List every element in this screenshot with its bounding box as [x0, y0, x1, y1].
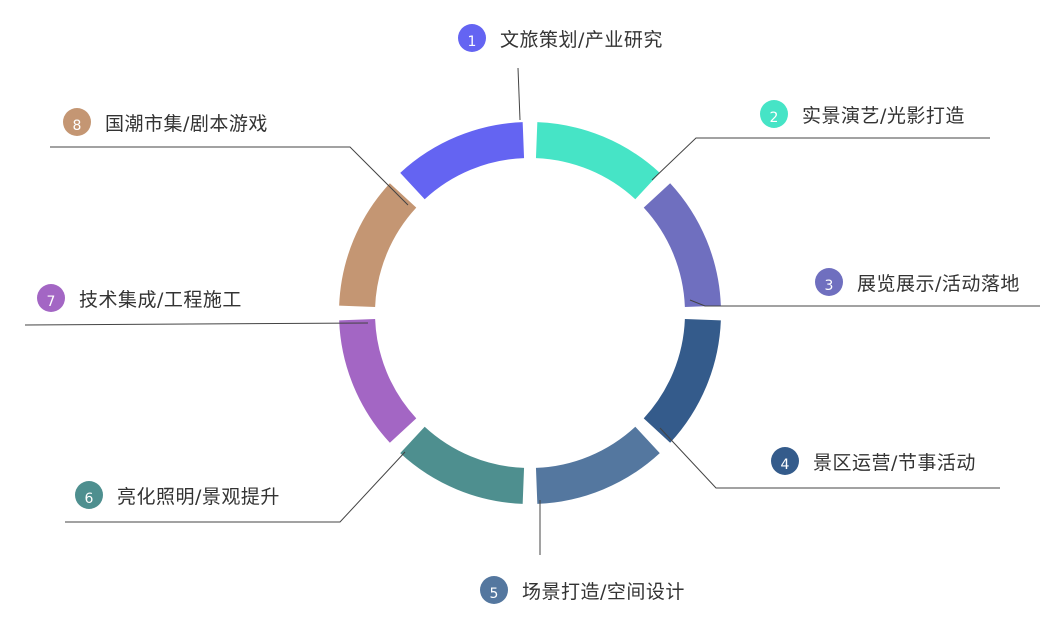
item-3-label: 展览展示/活动落地 [857, 272, 1020, 295]
item-5-number-badge: 5 [480, 576, 508, 604]
item-7: 7 技术集成/工程施工 [37, 284, 242, 312]
ring-segment-3 [643, 183, 721, 308]
item-5: 5 场景打造/空间设计 [480, 576, 685, 604]
item-6-label: 亮化照明/景观提升 [117, 485, 280, 508]
ring-segment-8 [339, 183, 417, 308]
item-1-label: 文旅策划/产业研究 [500, 28, 663, 51]
item-3-number-badge: 3 [815, 268, 843, 296]
leader-line-6 [65, 451, 406, 523]
item-8-label: 国潮市集/剧本游戏 [105, 112, 268, 135]
item-8: 8 国潮市集/剧本游戏 [63, 108, 268, 136]
item-6-number-badge: 6 [75, 481, 103, 509]
ring-segment-4 [643, 318, 721, 443]
item-7-number-badge: 7 [37, 284, 65, 312]
item-4: 4 景区运营/节事活动 [771, 447, 976, 475]
item-4-number-badge: 4 [771, 447, 799, 475]
item-4-label: 景区运营/节事活动 [813, 451, 976, 474]
item-2-label: 实景演艺/光影打造 [802, 104, 965, 127]
leader-line-2 [651, 137, 990, 181]
item-1: 1 文旅策划/产业研究 [458, 24, 663, 52]
item-8-number-badge: 8 [63, 108, 91, 136]
ring-segment-6 [400, 426, 525, 504]
item-6: 6 亮化照明/景观提升 [75, 481, 280, 509]
leader-line-3 [689, 299, 1040, 307]
leader-line-1 [517, 67, 521, 121]
item-3: 3 展览展示/活动落地 [815, 268, 1020, 296]
ring-segment-1 [400, 122, 525, 200]
item-7-label: 技术集成/工程施工 [79, 288, 242, 311]
ring-segment-7 [339, 318, 417, 443]
leader-line-7 [24, 322, 369, 326]
item-1-number-badge: 1 [458, 24, 486, 52]
item-2: 2 实景演艺/光影打造 [760, 100, 965, 128]
item-2-number-badge: 2 [760, 100, 788, 128]
leader-line-4 [659, 427, 1000, 489]
ring-segment-5 [535, 426, 660, 504]
item-5-label: 场景打造/空间设计 [522, 580, 685, 603]
ring-segment-2 [535, 122, 660, 200]
leader-line-8 [50, 146, 409, 206]
